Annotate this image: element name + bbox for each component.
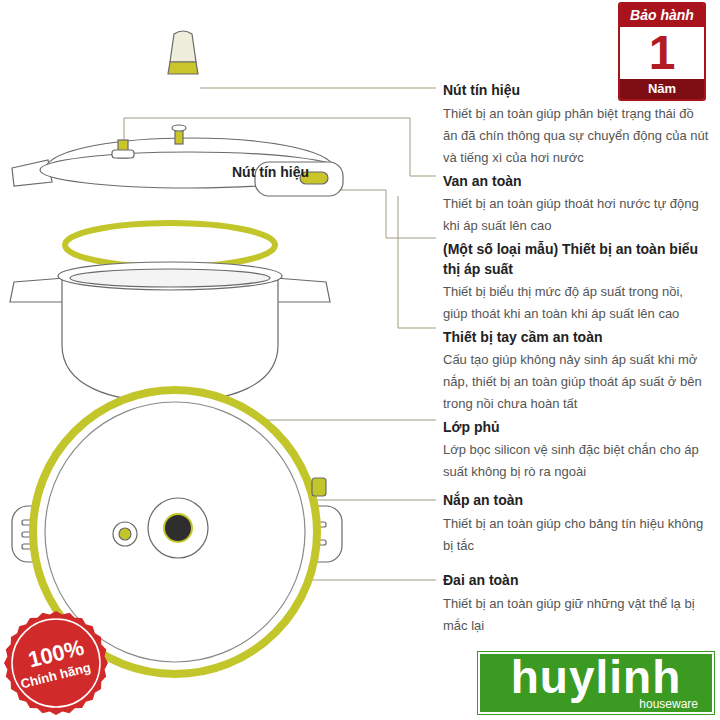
badge-text: 1 [620, 27, 704, 79]
part-description: Lớp bọc silicon vệ sinh đặc biệt chắn ch… [443, 439, 711, 483]
authentic-stamp: 100%Chính hãng [3, 610, 109, 716]
part-name: Nắp an toàn [443, 490, 711, 510]
part-name: Van an toàn [443, 171, 711, 191]
part-description: Thiết bị an toàn giúp thoát hơi nước tự … [443, 193, 711, 237]
part-description: Cấu tạo giúp không nảy sinh áp suất khi … [443, 349, 711, 415]
part-description: Thiết bị biểu thị mức độ áp suất trong n… [443, 281, 711, 325]
part-name: Đai an toàn [443, 570, 711, 590]
badge-text: huylinh [480, 654, 712, 700]
warranty-badge: Bảo hành1Năm [618, 2, 706, 101]
part-name: Thiết bị tay cầm an toàn [443, 327, 711, 347]
badge-text: Năm [620, 79, 704, 99]
brand-logo: huylinhhouseware [478, 652, 714, 714]
badge-text: houseware [480, 698, 712, 710]
cooker-side-view [10, 31, 343, 402]
part-name: Lớp phủ [443, 417, 711, 437]
part-description: Thiết bị an toàn giúp giữ những vật thể … [443, 593, 711, 637]
part-name: Nút tín hiệu [232, 162, 342, 182]
part-name: (Một số loại mẫu) Thiết bị an toàn biểu … [443, 239, 711, 279]
badge-text: Bảo hành [620, 4, 704, 27]
part-description: Thiết bị an toàn giúp cho bảng tín hiệu … [443, 513, 711, 557]
part-description: Thiết bị an toàn giúp phân biệt trạng th… [443, 103, 711, 169]
